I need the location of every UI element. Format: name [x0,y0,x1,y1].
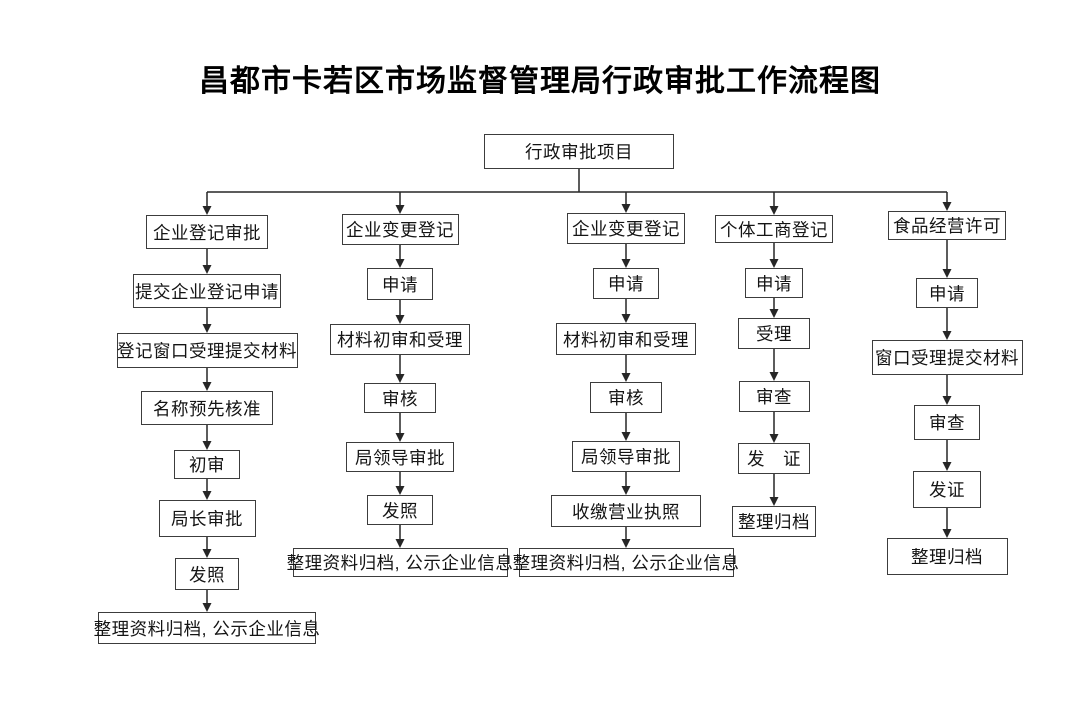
flow-node-col5-step5: 发证 [913,471,981,508]
flow-node-col5-step1: 食品经营许可 [888,211,1006,240]
flow-node-col3-step6: 收缴营业执照 [551,495,701,527]
flow-node-col3-step2: 申请 [593,268,659,299]
flow-node-col1-step5: 初审 [174,450,240,479]
flow-node-col5-step4: 审查 [914,405,980,440]
flow-node-col4-step2: 申请 [745,268,803,298]
flow-node-col5-step6: 整理归档 [886,538,1008,575]
flow-node-col2-step4: 审核 [364,383,436,413]
flow-node-col4-step5: 发 证 [738,443,810,474]
flow-node-col3-step5: 局领导审批 [572,441,680,472]
flow-node-col1-step2: 提交企业登记申请 [133,274,281,308]
flow-node-col2-step2: 申请 [367,268,433,300]
flow-node-col1-step7: 发照 [175,558,239,590]
flow-node-col2-step5: 局领导审批 [346,442,454,472]
flow-node-col3-step7: 整理资料归档, 公示企业信息 [513,548,739,577]
flow-node-col1-step6: 局长审批 [158,500,256,537]
flow-node-col1-step8: 整理资料归档, 公示企业信息 [94,612,320,644]
page-title: 昌都市卡若区市场监督管理局行政审批工作流程图 [199,65,881,98]
flow-node-col2-step3: 材料初审和受理 [330,324,470,355]
flow-node-col5-step3: 窗口受理提交材料 [871,340,1023,375]
flow-node-col4-step1: 个体工商登记 [715,215,833,243]
flow-node-col4-step3: 受理 [738,318,810,349]
flow-node-col1-step1: 企业登记审批 [146,215,268,249]
flow-node-col5-step2: 申请 [916,278,978,308]
flow-node-col2-step1: 企业变更登记 [341,214,459,245]
flow-node-col4-step4: 审查 [738,381,810,412]
flow-node-col4-step6: 整理归档 [732,506,816,537]
flow-node-root: 行政审批项目 [484,134,674,169]
flow-node-col3-step3: 材料初审和受理 [556,323,696,355]
flow-node-col2-step7: 整理资料归档, 公示企业信息 [287,548,513,577]
flow-node-col2-step6: 发照 [367,495,433,525]
flow-node-col3-step4: 审核 [590,382,662,413]
flow-node-col3-step1: 企业变更登记 [567,213,685,244]
flow-node-col1-step3: 登记窗口受理提交材料 [116,333,298,368]
flow-node-col1-step4: 名称预先核准 [141,391,273,425]
